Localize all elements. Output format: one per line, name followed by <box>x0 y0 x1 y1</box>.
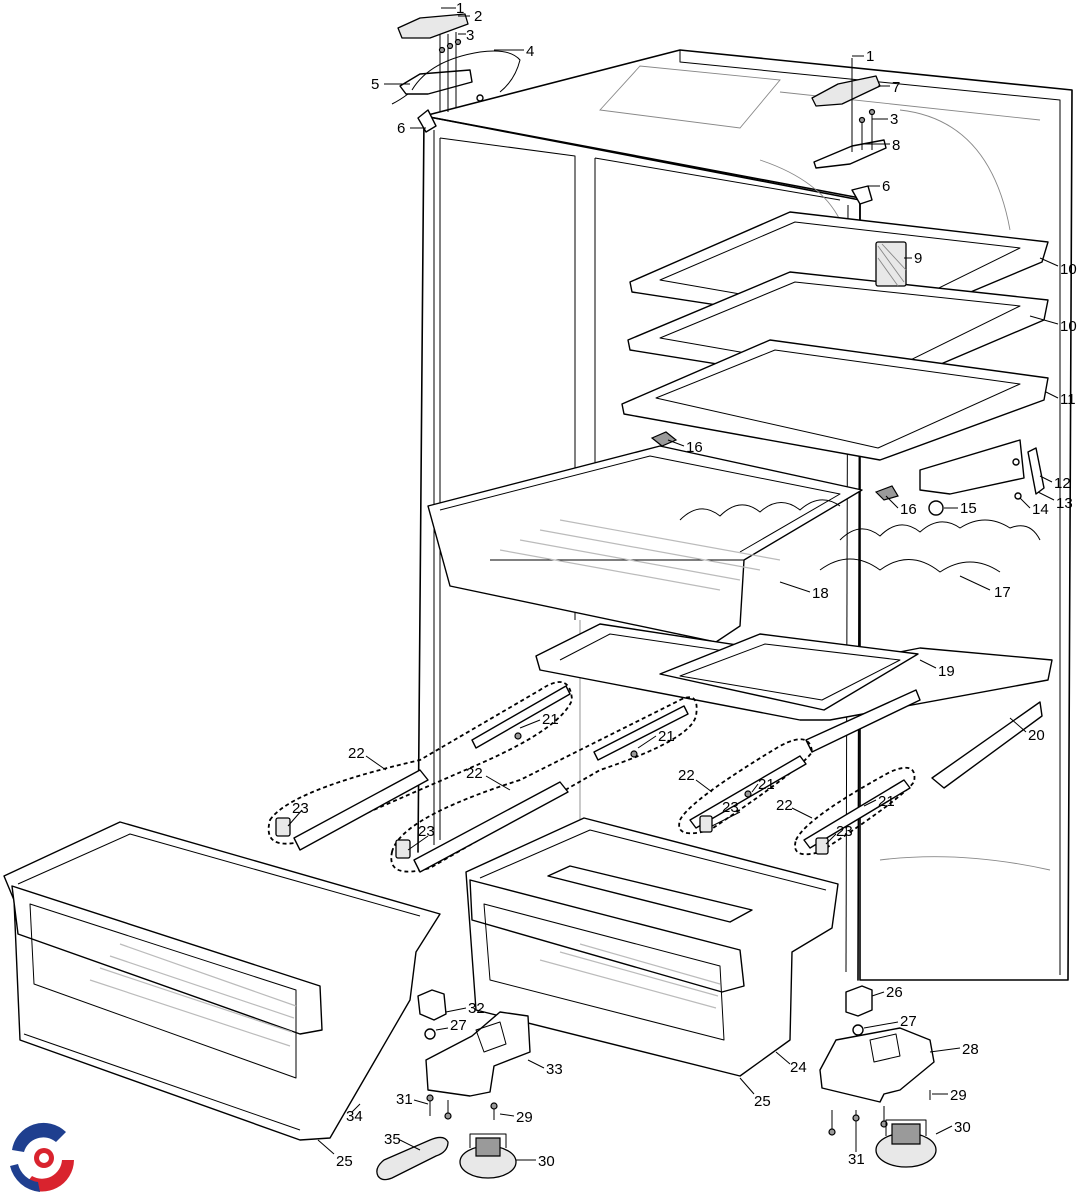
callout-31: 31 <box>396 1091 413 1108</box>
callout-29: 29 <box>516 1109 533 1126</box>
top-hinge-left-assembly <box>391 13 521 112</box>
callout-10: 10 <box>1060 318 1077 335</box>
callout-27: 27 <box>450 1017 467 1034</box>
callout-8: 8 <box>892 137 900 154</box>
callout-21: 21 <box>658 728 675 745</box>
callout-leader-lines <box>287 7 1059 1161</box>
tray-and-rails <box>535 623 1053 789</box>
callout-18: 18 <box>812 585 829 602</box>
callout-21: 21 <box>878 793 895 810</box>
vegetable-bin-34 <box>3 821 441 1141</box>
callout-23: 23 <box>418 823 435 840</box>
callout-12: 12 <box>1054 475 1071 492</box>
callout-16: 16 <box>900 501 917 518</box>
callout-21: 21 <box>542 711 559 728</box>
callout-9: 9 <box>914 250 922 267</box>
callout-22: 22 <box>678 767 695 784</box>
callout-19: 19 <box>938 663 955 680</box>
callout-23: 23 <box>292 800 309 817</box>
callout-10: 10 <box>1060 261 1077 278</box>
callout-15: 15 <box>960 500 977 517</box>
callout-6: 6 <box>882 178 890 195</box>
callout-7: 7 <box>892 79 900 96</box>
callout-16: 16 <box>686 439 703 456</box>
vegetable-bin-24 <box>465 817 839 1077</box>
callout-22: 22 <box>466 765 483 782</box>
callout-35: 35 <box>384 1131 401 1148</box>
callout-5: 5 <box>371 76 379 93</box>
shelf-support-parts <box>650 431 1045 516</box>
callout-26: 26 <box>886 984 903 1001</box>
callout-3: 3 <box>890 111 898 128</box>
callout-6: 6 <box>397 120 405 137</box>
callout-32: 32 <box>468 1000 485 1017</box>
callout-3: 3 <box>466 27 474 44</box>
callout-21: 21 <box>758 776 775 793</box>
slide-rails <box>267 681 916 873</box>
callout-23: 23 <box>836 823 853 840</box>
crisper-drawer-18 <box>427 445 863 643</box>
callout-11: 11 <box>1060 391 1076 408</box>
callout-27: 27 <box>900 1013 917 1030</box>
callout-23: 23 <box>722 799 739 816</box>
callout-25: 25 <box>336 1153 353 1170</box>
callout-30: 30 <box>954 1119 971 1136</box>
callout-17: 17 <box>994 584 1011 601</box>
callout-1: 1 <box>456 0 464 17</box>
callout-30: 30 <box>538 1153 555 1170</box>
callout-34: 34 <box>346 1108 363 1125</box>
callout-28: 28 <box>962 1041 979 1058</box>
wine-rack-17 <box>679 499 1041 573</box>
callout-labels: 1 2 3 4 5 6 1 7 3 8 6 9 10 10 11 12 13 1… <box>292 0 1077 1170</box>
callout-24: 24 <box>790 1059 807 1076</box>
callout-14: 14 <box>1032 501 1049 518</box>
callout-22: 22 <box>776 797 793 814</box>
glass-shelves <box>621 211 1049 461</box>
callout-22: 22 <box>348 745 365 762</box>
callout-33: 33 <box>546 1061 563 1078</box>
bottom-left-hardware <box>376 989 531 1181</box>
callout-4: 4 <box>526 43 534 60</box>
callout-20: 20 <box>1028 727 1045 744</box>
top-hinge-right-assembly <box>811 58 887 169</box>
callout-25: 25 <box>754 1093 771 1110</box>
callout-31: 31 <box>848 1151 865 1168</box>
callout-29: 29 <box>950 1087 967 1104</box>
callout-2: 2 <box>474 8 482 25</box>
callout-13: 13 <box>1056 495 1073 512</box>
bottom-right-hardware <box>819 985 937 1168</box>
callout-1: 1 <box>866 48 874 65</box>
brand-logo <box>8 1122 76 1192</box>
